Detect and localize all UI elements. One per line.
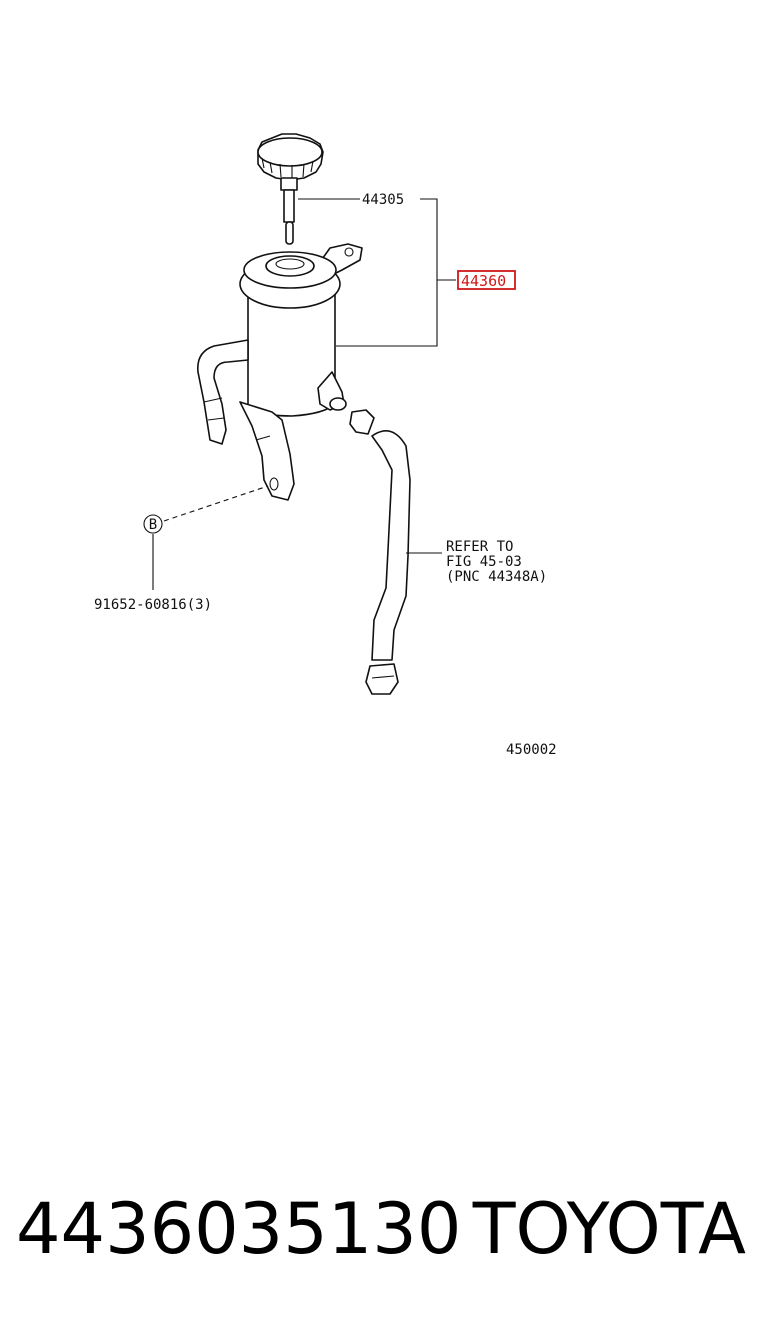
reservoir-part-number: 44360 <box>461 272 506 290</box>
footer: 4436035130 TOYOTA <box>10 1188 750 1278</box>
bolt-callout: B <box>143 514 163 534</box>
reservoir-tank <box>197 243 363 501</box>
leader-lines <box>152 198 456 590</box>
bolt-symbol: B <box>149 517 157 533</box>
refer-line-3: (PNC 44348A) <box>446 569 547 585</box>
brand-text: TOYOTA <box>472 1188 746 1270</box>
cap-part-number: 44305 <box>362 192 404 208</box>
reservoir-cap <box>257 133 324 245</box>
reservoir-part-highlight: 44360 <box>457 270 516 290</box>
part-number-text: 4436035130 <box>16 1188 462 1270</box>
refer-line-2: FIG 45-03 <box>446 554 522 570</box>
return-hose <box>349 409 411 695</box>
refer-line-1: REFER TO <box>446 539 513 555</box>
figure-id: 450002 <box>506 742 557 758</box>
bolt-part-number: 91652-60816(3) <box>94 597 212 613</box>
